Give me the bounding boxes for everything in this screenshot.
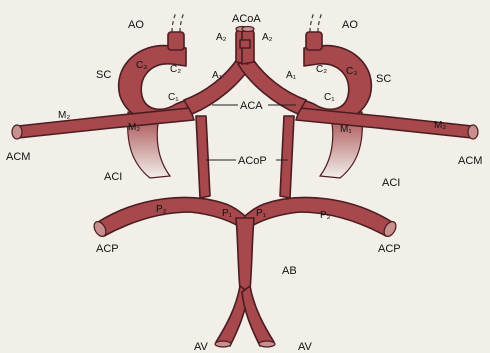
label-av-right: AV: [298, 341, 313, 353]
label-acm-right: ACM: [458, 155, 482, 167]
label-m2-right: M₂: [434, 120, 446, 131]
acm-left-cut: [12, 125, 22, 139]
ophthalmic-dash-left: [172, 12, 176, 32]
label-c3-left: C₃: [136, 60, 147, 71]
acoa-vessel: [240, 40, 250, 48]
label-a2-right: A₂: [262, 32, 273, 43]
label-m2-left: M₂: [58, 110, 70, 121]
label-c2-left: C₂: [170, 64, 181, 75]
label-c3-right: C₃: [346, 66, 357, 77]
label-av-left: AV: [194, 341, 209, 353]
label-c1-left: C₁: [168, 92, 179, 103]
av-right-vessel: [242, 286, 274, 346]
av-right-cut: [259, 341, 275, 347]
ophthalmic-dash-right-2: [318, 12, 322, 32]
label-c2-right: C₂: [316, 64, 327, 75]
acp-right-vessel: [245, 198, 392, 236]
label-sc-left: SC: [96, 69, 111, 81]
label-aca: ACA: [240, 100, 263, 112]
label-acp-left: ACP: [96, 243, 119, 255]
label-p1-right: P₁: [256, 208, 267, 219]
label-c1-right: C₁: [324, 92, 335, 103]
acop-right-vessel: [280, 116, 294, 198]
ophthalmic-dash-right: [310, 12, 314, 32]
label-ab: AB: [282, 265, 297, 277]
ophthalmic-dash-left-2: [180, 12, 184, 32]
label-a1-left: A₁: [212, 70, 223, 81]
label-ao-right: AO: [342, 19, 358, 31]
label-ao-left: AO: [128, 19, 144, 31]
label-acop: ACoP: [238, 155, 267, 167]
label-acp-right: ACP: [378, 243, 401, 255]
label-a2-left: A₂: [216, 32, 227, 43]
av-left-cut: [215, 341, 231, 347]
label-aci-left: ACI: [104, 171, 122, 183]
acm-right-cut: [468, 125, 478, 139]
label-m1-left: M₂: [128, 122, 140, 133]
ophthalmic-stub-right: [306, 32, 322, 50]
label-m1-right: M₁: [340, 124, 352, 135]
label-sc-right: SC: [376, 73, 391, 85]
label-acoa: ACoA: [232, 13, 261, 25]
ab-vessel: [236, 218, 254, 290]
label-p2-left: P₂: [156, 204, 167, 215]
ophthalmic-stub-left: [168, 32, 184, 50]
label-p2-right: P₂: [320, 210, 331, 221]
label-p1-left: P₁: [222, 208, 233, 219]
acm-left-vessel: [18, 108, 194, 138]
acop-left-vessel: [196, 116, 210, 198]
a2-right-cut: [242, 27, 254, 32]
label-acm-left: ACM: [6, 151, 30, 163]
label-a1-right: A₁: [286, 70, 297, 81]
label-aci-right: ACI: [382, 177, 400, 189]
